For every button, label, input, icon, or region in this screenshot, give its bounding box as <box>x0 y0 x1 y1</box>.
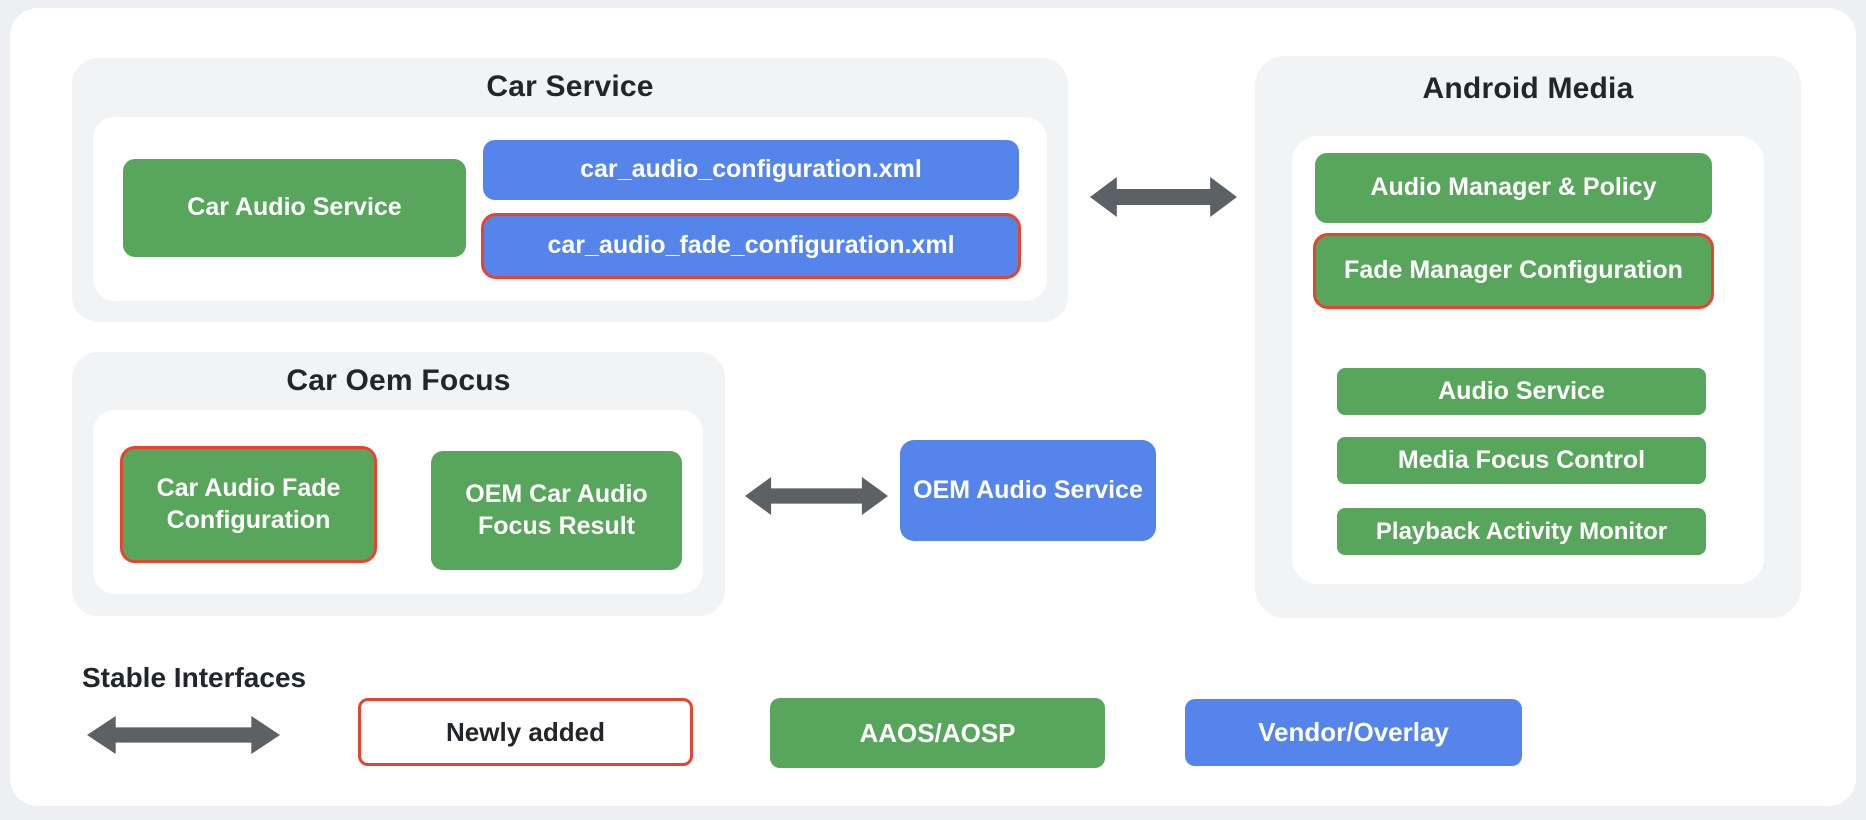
group-title-android-media: Android Media <box>1422 72 1634 105</box>
group-car-service-inner: Car Audio Service car_audio_configuratio… <box>93 117 1047 301</box>
node-fade-manager-configuration: Fade Manager Configuration <box>1313 233 1714 309</box>
node-audio-service: Audio Service <box>1337 368 1706 415</box>
node-media-focus-control: Media Focus Control <box>1337 437 1706 484</box>
group-title-car-oem-focus: Car Oem Focus <box>286 364 511 397</box>
node-car-audio-service: Car Audio Service <box>123 159 466 257</box>
node-oem-car-audio-focus-result: OEM Car Audio Focus Result <box>431 451 682 570</box>
double-arrow-icon <box>87 715 280 755</box>
node-car-audio-fade-configuration: Car Audio Fade Configuration <box>120 446 377 563</box>
group-car-service: Car Service Car Audio Service car_audio_… <box>72 58 1068 322</box>
group-car-oem-focus-inner: Car Audio Fade Configuration OEM Car Aud… <box>93 410 703 594</box>
node-audio-manager-policy: Audio Manager & Policy <box>1315 153 1712 223</box>
legend-box-vendor-overlay: Vendor/Overlay <box>1185 699 1522 766</box>
group-android-media: Android Media Audio Manager & Policy Fad… <box>1255 56 1801 618</box>
node-car-audio-configuration-xml: car_audio_configuration.xml <box>483 140 1019 200</box>
double-arrow-icon <box>1090 177 1237 217</box>
group-android-media-inner: Audio Manager & Policy Fade Manager Conf… <box>1292 136 1764 584</box>
legend-label-stable-interfaces: Stable Interfaces <box>82 662 307 693</box>
node-playback-activity-monitor: Playback Activity Monitor <box>1337 508 1706 555</box>
double-arrow-icon <box>745 476 888 516</box>
diagram-card: Car Service Car Audio Service car_audio_… <box>10 8 1856 806</box>
legend-box-aaos-aosp: AAOS/AOSP <box>770 698 1105 768</box>
node-oem-audio-service: OEM Audio Service <box>900 440 1156 541</box>
legend-box-newly-added: Newly added <box>358 698 693 766</box>
group-title-car-service: Car Service <box>486 70 654 103</box>
node-car-audio-fade-configuration-xml: car_audio_fade_configuration.xml <box>481 213 1021 279</box>
group-car-oem-focus: Car Oem Focus Car Audio Fade Configurati… <box>72 352 725 616</box>
